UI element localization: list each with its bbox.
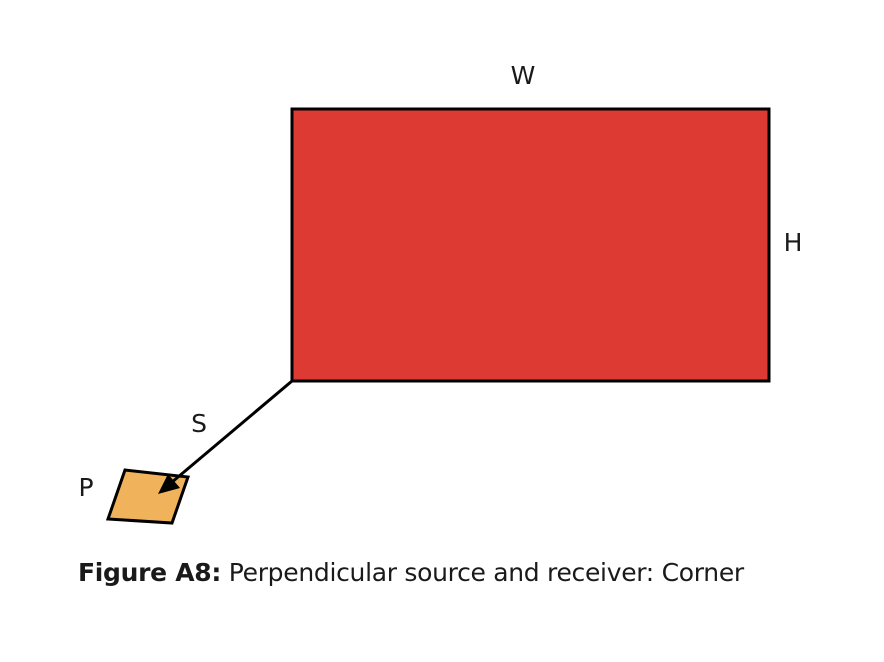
caption-text: Perpendicular source and receiver: Corne… <box>228 558 744 587</box>
height-label: H <box>784 228 803 257</box>
width-label: W <box>511 61 536 90</box>
source-rectangle <box>290 107 771 383</box>
distance-label: S <box>191 409 207 438</box>
distance-arrow <box>164 379 293 490</box>
arrowhead-icon <box>158 474 180 494</box>
receiver-label: P <box>78 473 93 502</box>
caption-label: Figure A8: <box>78 558 222 587</box>
figure-caption: Figure A8: Perpendicular source and rece… <box>78 558 744 587</box>
